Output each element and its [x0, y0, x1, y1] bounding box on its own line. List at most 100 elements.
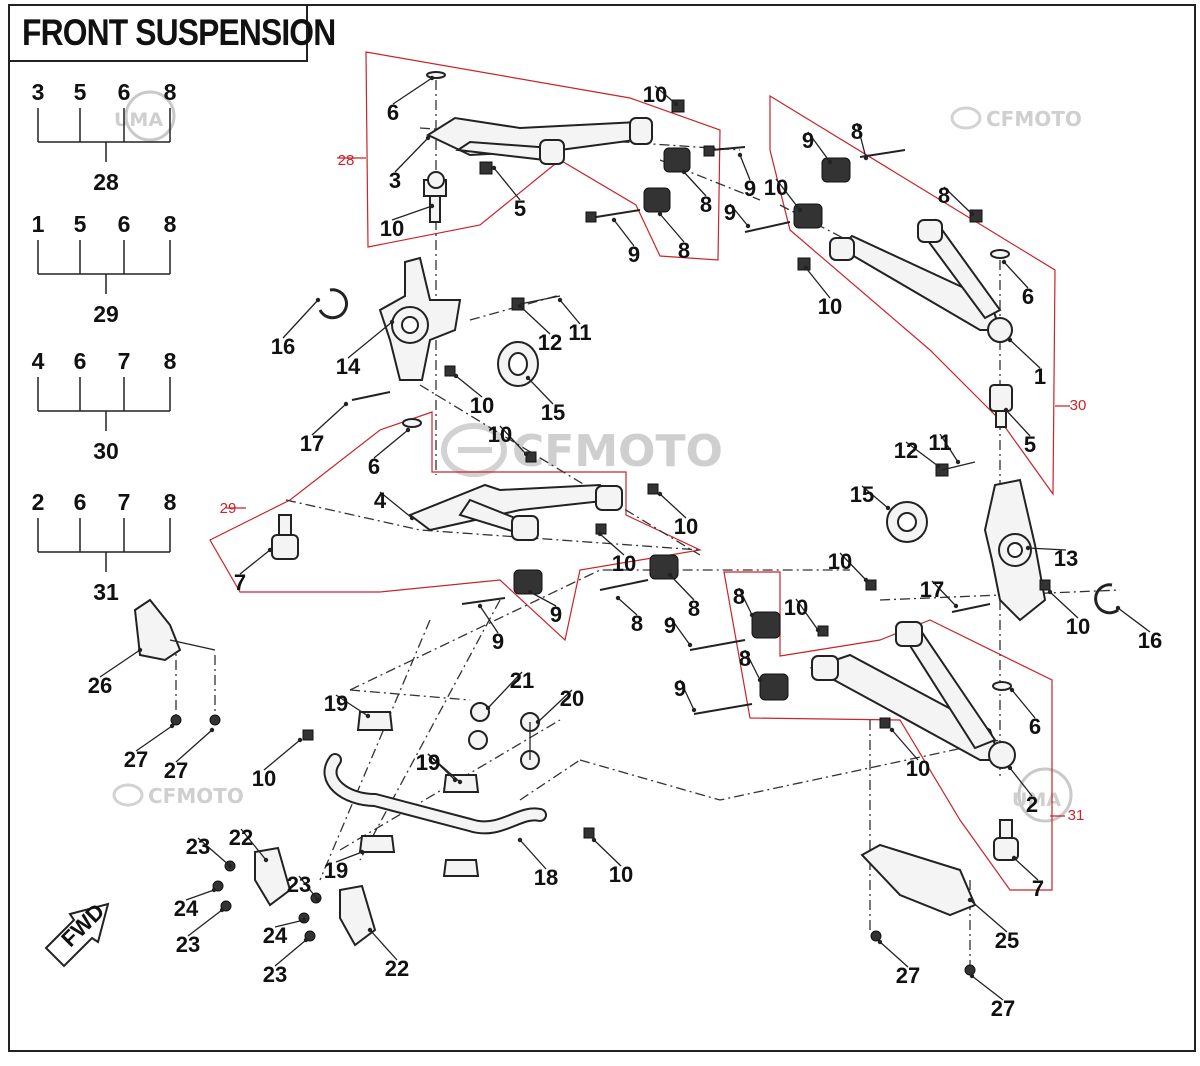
callout-6: 6: [387, 100, 399, 125]
leader-dot: [667, 572, 673, 578]
callout-22: 22: [229, 825, 253, 850]
snap-ring-right: [1094, 583, 1119, 615]
leader-dot: [863, 577, 869, 583]
hub-bearing-right: [886, 501, 928, 543]
leader-dot: [137, 647, 143, 653]
callout-23: 23: [287, 872, 311, 897]
leader-dot: [889, 727, 895, 733]
leader-line: [537, 689, 573, 723]
tree-part-number: 5: [74, 211, 87, 237]
leader-line: [654, 85, 677, 105]
leader-line: [683, 171, 707, 197]
leader-dot: [169, 723, 175, 729]
tree-part-number: 6: [118, 211, 131, 237]
leader-line: [617, 597, 638, 616]
leader-line: [487, 671, 523, 709]
leader-dot: [749, 612, 755, 618]
leader-line: [455, 375, 483, 398]
leader-line: [931, 580, 957, 607]
forward-direction-arrow: FWD: [44, 899, 110, 968]
leader-line: [311, 403, 347, 436]
leader-dot: [657, 491, 663, 497]
uma-badge-bottom: UMA: [1012, 767, 1073, 823]
leader-dot: [315, 297, 321, 303]
callout-7: 7: [1032, 876, 1044, 901]
leader-dot: [457, 779, 463, 785]
leader-dot: [591, 837, 597, 843]
leader-dot: [1003, 407, 1009, 413]
assembly-28-outline: [365, 51, 721, 261]
tree-part-number: 5: [74, 79, 87, 105]
stabilizer-bar: [323, 753, 547, 835]
tree-part-number: 8: [164, 348, 177, 374]
leader-line: [529, 591, 557, 607]
snap-ring-left: [318, 288, 349, 320]
callout-10: 10: [470, 393, 494, 418]
leader-dot: [935, 463, 941, 469]
leader-dot: [535, 719, 541, 725]
callout-9: 9: [674, 676, 686, 701]
uma-badge-top: UMA: [114, 90, 176, 142]
assembly-31-outline: [723, 571, 1053, 891]
callout-4: 4: [374, 488, 387, 513]
leader-line: [669, 616, 691, 646]
callout-8: 8: [739, 646, 751, 671]
leader-dot: [967, 897, 973, 903]
leader-line: [347, 321, 393, 359]
leader-dot: [1007, 337, 1013, 343]
leader-dot: [429, 75, 435, 81]
callout-18: 18: [534, 865, 558, 890]
callout-8: 8: [700, 192, 712, 217]
callout-10: 10: [643, 82, 667, 107]
leader-dot: [1025, 545, 1031, 551]
watermark-text: CFMOTO: [986, 107, 1082, 131]
callout-15: 15: [541, 400, 565, 425]
leader-dot: [315, 897, 321, 903]
tree-part-number: 6: [118, 79, 131, 105]
callout-10: 10: [764, 175, 788, 200]
leader-dot: [227, 863, 233, 869]
leader-dot: [557, 297, 563, 303]
leader-line: [175, 729, 213, 763]
callout-9: 9: [724, 200, 736, 225]
tree-assembly-number: 30: [93, 438, 119, 464]
leader-dot: [969, 211, 975, 217]
callout-17: 17: [920, 577, 944, 602]
leader-dot: [219, 907, 225, 913]
callout-23: 23: [263, 962, 287, 987]
lower-control-arm-right: [809, 620, 1016, 769]
leader-dot: [211, 887, 217, 893]
callout-10: 10: [488, 422, 512, 447]
leader-dot: [303, 937, 309, 943]
callout-5: 5: [514, 196, 526, 221]
tree-part-number: 7: [118, 348, 131, 374]
callout-25: 25: [995, 928, 1019, 953]
tree-assembly-number: 28: [93, 169, 119, 195]
callout-19: 19: [416, 750, 440, 775]
tree-assembly-number: 31: [93, 579, 119, 605]
leader-dot: [429, 203, 435, 209]
leader-line: [519, 839, 547, 870]
arm-guard-right: [860, 843, 977, 917]
leader-line: [239, 549, 271, 575]
tree-part-number: 8: [164, 489, 177, 515]
tree-part-number: 7: [118, 489, 131, 515]
leader-line: [679, 679, 695, 711]
leader-line: [613, 219, 635, 247]
callout-10: 10: [784, 595, 808, 620]
leader-line: [807, 131, 831, 163]
callout-19: 19: [324, 691, 348, 716]
callout-23: 23: [176, 932, 200, 957]
cfmoto-watermark-bottom-left: CFMOTO: [112, 783, 244, 808]
callout-26: 26: [88, 673, 112, 698]
leader-dot: [681, 169, 687, 175]
leader-line: [839, 552, 867, 581]
callout-27: 27: [164, 758, 188, 783]
callout-10: 10: [818, 294, 842, 319]
callout-6: 6: [1022, 284, 1034, 309]
hub-bearing-left: [497, 341, 539, 387]
cfmoto-watermark-center: CFMOTO: [441, 423, 723, 477]
